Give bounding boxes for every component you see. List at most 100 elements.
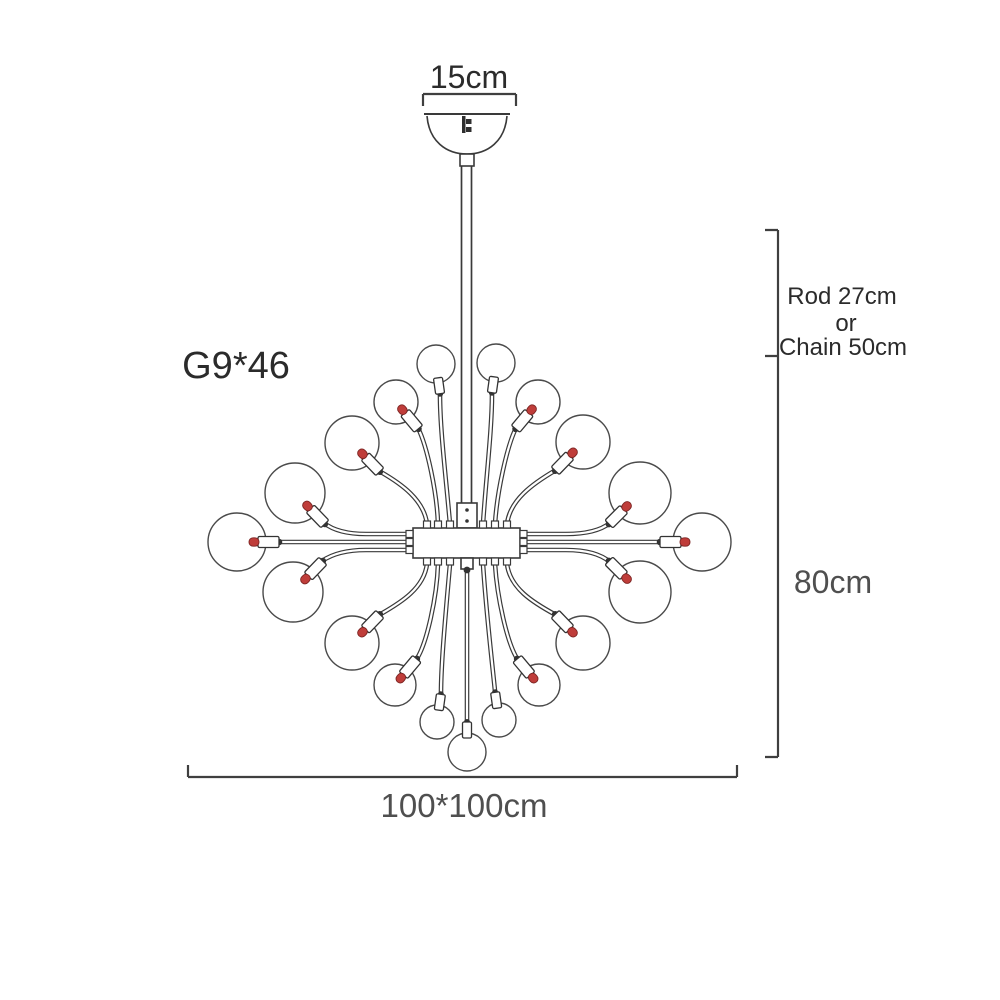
suspension-label-line1: Rod 27cm	[787, 283, 896, 310]
bulb-socket-assembly	[551, 447, 578, 475]
chandelier-arm-inner	[321, 548, 413, 562]
hub-tab-right	[519, 529, 528, 539]
g9-bulb	[357, 626, 368, 638]
hub-tab-bottom	[478, 557, 488, 566]
glass-globe	[476, 343, 516, 383]
dimension-line-right	[765, 228, 780, 759]
bulb-socket-assembly	[248, 535, 283, 549]
connector-pin	[465, 508, 469, 512]
g9-bulb	[395, 672, 407, 684]
clamp-jaw-bottom	[466, 127, 472, 132]
bulb-socket-assembly	[357, 448, 384, 476]
chandelier-arm	[526, 547, 612, 564]
bulb-socket	[486, 375, 500, 394]
chandelier-arm	[504, 468, 558, 525]
bulb-socket	[461, 721, 473, 739]
hub-tab-top	[433, 520, 443, 529]
clamp-bar	[462, 116, 466, 133]
hub-tab-top	[502, 520, 512, 529]
socket-connector	[461, 719, 473, 739]
chandelier-arm-inner	[415, 563, 440, 661]
hub-bottom-joint	[463, 566, 471, 574]
hub-tab-bottom	[433, 557, 443, 566]
chandelier-arm-inner	[481, 393, 494, 525]
bulb-socket	[659, 535, 682, 549]
spread-label: 100*100cm	[381, 787, 548, 824]
dimension-bracket-top	[421, 92, 518, 106]
hub-tab-right	[519, 537, 528, 547]
chandelier-arm-inner	[439, 563, 452, 694]
g9-bulb	[526, 404, 537, 416]
bulb-spec-label: G9*46	[182, 345, 290, 387]
hub-tab-left	[405, 545, 414, 555]
bulb-socket	[490, 691, 503, 710]
hub-tab-top	[490, 520, 500, 529]
chandelier-arm	[377, 468, 430, 525]
g9-bulb	[248, 537, 260, 547]
bulb-socket	[432, 376, 446, 395]
g9-bulb	[397, 404, 408, 416]
dimension-right: Rod 27cm or Chain 50cm 80cm	[765, 228, 907, 759]
g9-bulb	[567, 447, 578, 459]
hub-tab-top	[478, 520, 488, 529]
connector-pin	[465, 519, 469, 523]
dimension-canopy-width: 15cm	[421, 59, 518, 106]
canopy-width-label: 15cm	[430, 59, 508, 95]
chandelier-arm-inner	[417, 427, 440, 525]
hub-tab-bottom	[502, 557, 512, 566]
chandelier-arm	[322, 521, 413, 537]
height-label: 80cm	[794, 564, 872, 600]
bulb-sockets	[248, 375, 691, 739]
canopy-clamp	[462, 116, 472, 133]
g9-bulb	[679, 537, 691, 547]
clamp-jaw-top	[466, 119, 472, 124]
bulb-socket-assembly	[302, 500, 329, 528]
chandelier-arm-inner	[505, 563, 557, 616]
bulb-socket	[433, 693, 446, 712]
hub-tabs	[405, 520, 528, 566]
chandelier-arm-inner	[481, 563, 497, 692]
hub-tab-left	[405, 529, 414, 539]
hub-tab-top	[445, 520, 455, 529]
chandelier-arm-inner	[378, 470, 429, 525]
ceiling-canopy	[424, 113, 510, 167]
bulb-socket-assembly	[357, 610, 384, 638]
chandelier-arm-inner	[493, 427, 517, 525]
chandelier-arm	[377, 563, 430, 618]
g9-bulb	[567, 626, 578, 638]
hub-body	[412, 527, 521, 559]
chandelier-arm	[492, 563, 520, 662]
socket-connector	[432, 376, 446, 397]
hub-tab-bottom	[490, 557, 500, 566]
g9-bulb	[621, 501, 632, 512]
g9-bulb	[302, 500, 313, 512]
bulb-socket-assembly	[656, 535, 691, 549]
canopy-neck	[459, 153, 475, 167]
chandelier-arms	[278, 393, 661, 721]
chandelier-arm	[320, 547, 413, 563]
suspension-label-line2: or	[835, 310, 856, 337]
hub-tab-top	[422, 520, 432, 529]
bulb-socket-assembly	[604, 556, 632, 584]
g9-bulb	[621, 573, 632, 584]
chandelier-arm-inner	[493, 563, 519, 661]
socket-connector	[433, 691, 446, 712]
dimension-line-bottom	[186, 765, 739, 779]
glass-globes	[207, 343, 732, 772]
g9-bulb	[527, 672, 539, 684]
glass-globe	[447, 732, 487, 772]
hub-tab-bottom	[445, 557, 455, 566]
bulb-socket-assembly	[604, 501, 632, 529]
socket-connector	[490, 689, 503, 710]
hub-tab-bottom	[422, 557, 432, 566]
chandelier-arm	[414, 563, 441, 662]
hanging-rod	[456, 166, 478, 529]
chandelier-arm-inner	[438, 394, 452, 525]
bulb-socket	[257, 535, 280, 549]
g9-bulb	[357, 448, 368, 460]
socket-connector	[486, 375, 500, 396]
rod-lines	[460, 166, 473, 503]
chandelier-arm-inner	[505, 469, 557, 525]
